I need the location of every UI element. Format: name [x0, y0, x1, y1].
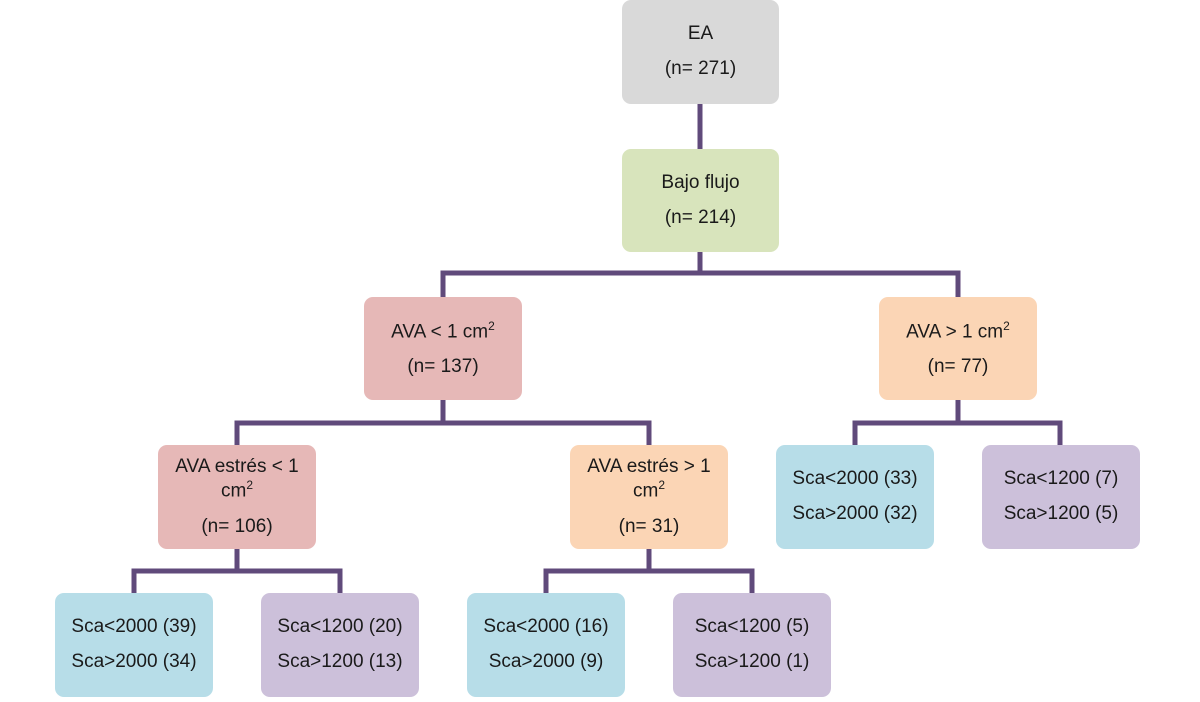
- leaf-line1: Sca<2000 (39): [71, 616, 197, 638]
- node-ava-gt1: AVA > 1 cm2 (n= 77): [879, 297, 1037, 400]
- leaf-line1: Sca<2000 (16): [483, 616, 609, 638]
- node-ava-gt1-count: (n= 77): [927, 355, 989, 377]
- node-ava-lt1-title: AVA < 1 cm2: [391, 318, 495, 342]
- node-slt1-sca2000: Sca<2000 (39) Sca>2000 (34): [55, 593, 213, 697]
- leaf-line1: Sca<1200 (5): [694, 616, 810, 638]
- leaf-line2: Sca>1200 (1): [694, 651, 810, 672]
- node-stress-lt1-title2: cm2: [220, 478, 253, 502]
- leaf-line2: Sca>2000 (32): [792, 503, 918, 524]
- node-ea-title: EA: [687, 23, 714, 45]
- node-ea: EA (n= 271): [622, 0, 779, 104]
- node-gt1-sca1200: Sca<1200 (7) Sca>1200 (5): [982, 445, 1140, 549]
- node-sgt1-sca1200: Sca<1200 (5) Sca>1200 (1): [673, 593, 831, 697]
- leaf-line2: Sca>1200 (5): [1003, 503, 1119, 524]
- leaf-line1: Sca<1200 (20): [277, 616, 403, 638]
- leaf-line2: Sca>2000 (9): [488, 651, 604, 672]
- leaf-line1: Sca<1200 (7): [1003, 468, 1119, 490]
- node-stress-gt1-title1: AVA estrés > 1: [587, 455, 711, 477]
- node-stress-lt1: AVA estrés < 1 cm2 (n= 106): [158, 445, 316, 549]
- node-gt1-sca2000: Sca<2000 (33) Sca>2000 (32): [776, 445, 934, 549]
- leaf-line2: Sca>2000 (34): [71, 651, 197, 672]
- node-bajo-flujo: Bajo flujo (n= 214): [622, 149, 779, 252]
- leaf-line2: Sca>1200 (13): [277, 651, 403, 672]
- leaf-line1: Sca<2000 (33): [792, 468, 918, 490]
- node-stress-lt1-title1: AVA estrés < 1: [175, 455, 299, 477]
- node-stress-gt1-title2: cm2: [632, 478, 665, 502]
- node-ava-gt1-title: AVA > 1 cm2: [906, 318, 1010, 342]
- node-stress-gt1: AVA estrés > 1 cm2 (n= 31): [570, 445, 728, 549]
- node-ava-lt1-count: (n= 137): [407, 355, 479, 377]
- node-ava-lt1: AVA < 1 cm2 (n= 137): [364, 297, 522, 400]
- node-bajo-flujo-count: (n= 214): [664, 206, 737, 228]
- node-stress-gt1-count: (n= 31): [618, 515, 680, 537]
- node-slt1-sca1200: Sca<1200 (20) Sca>1200 (13): [261, 593, 419, 697]
- node-sgt1-sca2000: Sca<2000 (16) Sca>2000 (9): [467, 593, 625, 697]
- node-ea-count: (n= 271): [664, 58, 737, 79]
- node-bajo-flujo-title: Bajo flujo: [661, 171, 740, 193]
- node-stress-lt1-count: (n= 106): [201, 515, 273, 537]
